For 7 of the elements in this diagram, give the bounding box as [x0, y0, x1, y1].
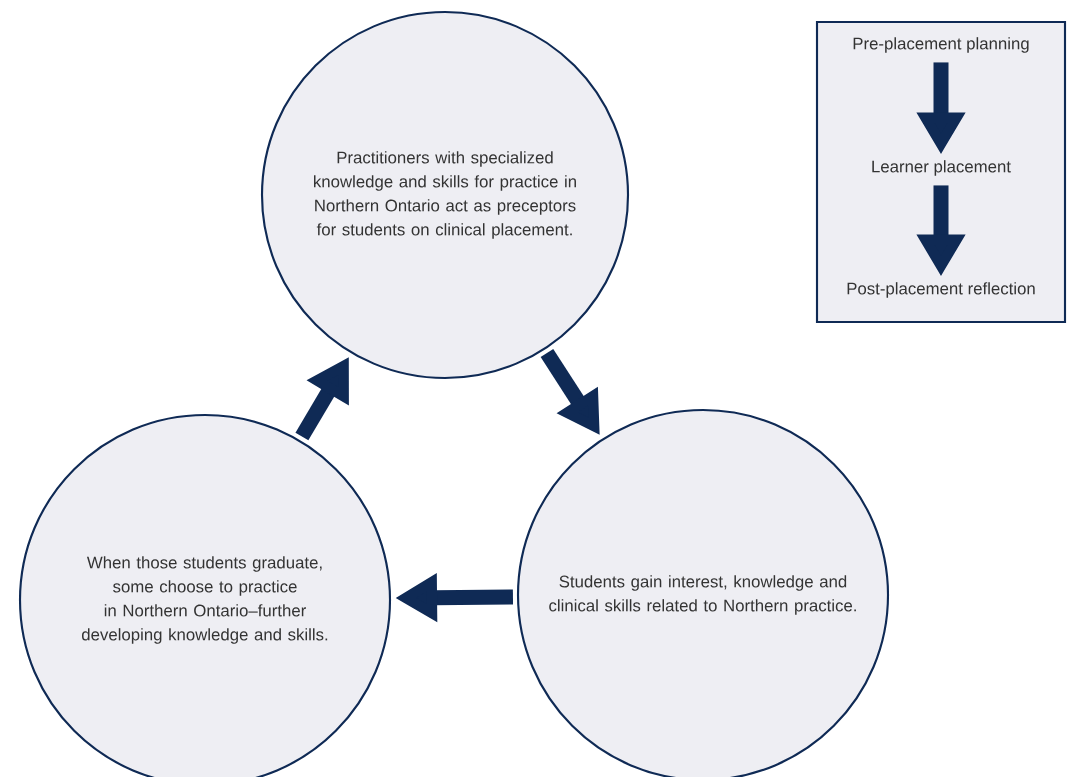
step-label: Pre-placement planning	[853, 37, 1029, 53]
info-panel	[815, 20, 1067, 324]
step-label: Learner placement	[872, 160, 1011, 176]
circle-node: Practitioners with specialized knowledge and skills for practice in Northern Ontario act as preceptors for students on clinical placement.	[260, 10, 630, 380]
circle-node: Students gain interest, knowledge and clinical skills related to Northern practice.	[516, 408, 890, 777]
circle-node: When those students graduate, some choose to practice in Northern Ontario–further developing knowledge and skills.	[18, 413, 392, 777]
step-label: Post-placement reflection	[847, 282, 1035, 298]
